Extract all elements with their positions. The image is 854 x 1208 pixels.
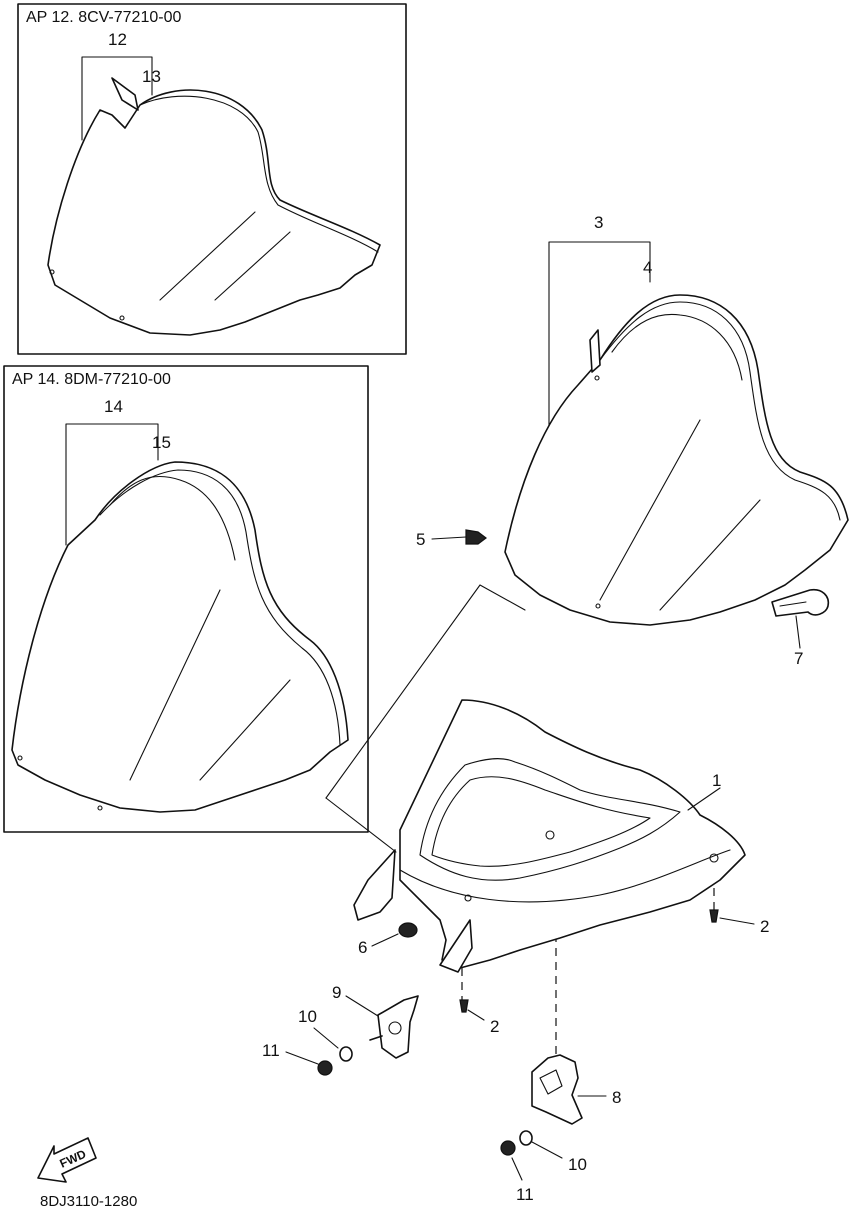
windshield-ap12 [47, 89, 381, 336]
hole-icon [464, 894, 472, 902]
screw-5: 5 [416, 529, 487, 549]
label-1: 1 [712, 771, 721, 790]
cowling-1: 1 [353, 699, 746, 973]
grommet-6: 6 [358, 922, 418, 957]
screw-icon [465, 529, 487, 545]
label-10-right: 10 [568, 1155, 587, 1174]
bracket-7: 7 [771, 588, 830, 668]
bracket-9-assy: 9 10 11 [262, 983, 419, 1076]
leader-11-left [285, 1051, 319, 1065]
cowling-body [399, 699, 746, 969]
hole-icon [97, 805, 103, 811]
screw-2-center: 2 [459, 999, 499, 1036]
windshield-ap14-trim [99, 469, 341, 746]
bracket-8-shape [531, 1054, 583, 1125]
label-11-right: 11 [516, 1185, 534, 1204]
leader-2-right [719, 917, 755, 925]
label-2-center: 2 [490, 1017, 499, 1036]
fwd-arrow: FWD [37, 1137, 97, 1183]
hole-icon [17, 755, 23, 761]
inset-ap12-frame [17, 3, 407, 355]
inset-ap14-caption: AP 14. 8DM-77210-00 [12, 371, 171, 388]
bracket-8-assy: 8 10 11 [500, 1054, 621, 1204]
label-5: 5 [416, 530, 425, 549]
nut-icon [317, 1060, 333, 1076]
leader-5 [431, 536, 467, 540]
leader-7 [795, 615, 801, 649]
leader-12 [81, 56, 153, 141]
hole-icon [594, 375, 600, 381]
screw-icon [459, 999, 469, 1013]
label-6: 6 [358, 938, 367, 957]
hole-icon [388, 1021, 402, 1035]
cowling-lower-tab [439, 919, 473, 973]
windshield-ap12-trim [139, 95, 379, 253]
windshield-3-reflection [599, 419, 761, 611]
inset-ap12: AP 12. 8CV-77210-00 12 13 [17, 3, 407, 355]
windshield-3-inner [611, 313, 743, 381]
windshield-ap14-reflection [129, 589, 291, 781]
hole-icon [119, 315, 125, 321]
mount-line [325, 797, 397, 853]
leader-9 [345, 995, 379, 1017]
leader-6 [371, 933, 399, 947]
leader-1 [687, 787, 721, 811]
leader-3 [548, 241, 651, 441]
cowling-opening [419, 758, 681, 881]
leader-2-center [467, 1009, 485, 1021]
cowling-edge [399, 849, 731, 903]
inset-ap12-caption: AP 12. 8CV-77210-00 [26, 9, 181, 26]
hole-icon [49, 269, 55, 275]
hole-icon [709, 853, 719, 863]
hole-icon [545, 830, 555, 840]
bracket-7-slot [779, 601, 807, 607]
leader-10-right [531, 1141, 563, 1159]
inset-ap14-frame [3, 365, 369, 833]
label-10-left: 10 [298, 1007, 317, 1026]
label-9: 9 [332, 983, 341, 1002]
label-4: 4 [643, 258, 652, 277]
screw-icon [709, 909, 719, 923]
nut-icon [500, 1140, 516, 1156]
inset-ap14: AP 14. 8DM-77210-00 14 15 [3, 365, 369, 833]
leader-14 [65, 423, 159, 546]
washer-icon [519, 1130, 533, 1146]
windshield-3 [504, 294, 849, 626]
windshield-3-clip [589, 329, 601, 373]
bracket-9-stud [369, 1035, 383, 1041]
label-12: 12 [108, 30, 127, 49]
mount-line [325, 584, 526, 799]
label-14: 14 [104, 397, 123, 416]
label-7: 7 [794, 649, 803, 668]
grommet-icon [398, 922, 418, 938]
windshield-main: 3 4 [504, 213, 849, 626]
bracket-9-shape [377, 995, 419, 1059]
label-8: 8 [612, 1088, 621, 1107]
label-3: 3 [594, 213, 603, 232]
hole-icon [595, 603, 601, 609]
windshield-ap14 [11, 461, 349, 813]
windshield-ap14-inner [109, 476, 236, 561]
label-2-right: 2 [760, 917, 769, 936]
screw-2-right: 2 [709, 909, 769, 936]
label-15: 15 [152, 433, 171, 452]
leader-11-right [511, 1157, 523, 1181]
label-11-left: 11 [262, 1041, 280, 1060]
cowling-side-flap [353, 849, 396, 921]
washer-icon [339, 1046, 353, 1062]
bracket-8-slot [539, 1069, 563, 1095]
fwd-arrow-icon [37, 1137, 97, 1183]
windshield-ap12-reflection [159, 211, 291, 301]
windshield-3-trim-4 [599, 301, 841, 521]
trim-ap12-end [111, 77, 139, 111]
cowling-inner [431, 776, 651, 867]
drawing-code: 8DJ3110-1280 [40, 1193, 137, 1208]
leader-10-left [313, 1027, 339, 1049]
